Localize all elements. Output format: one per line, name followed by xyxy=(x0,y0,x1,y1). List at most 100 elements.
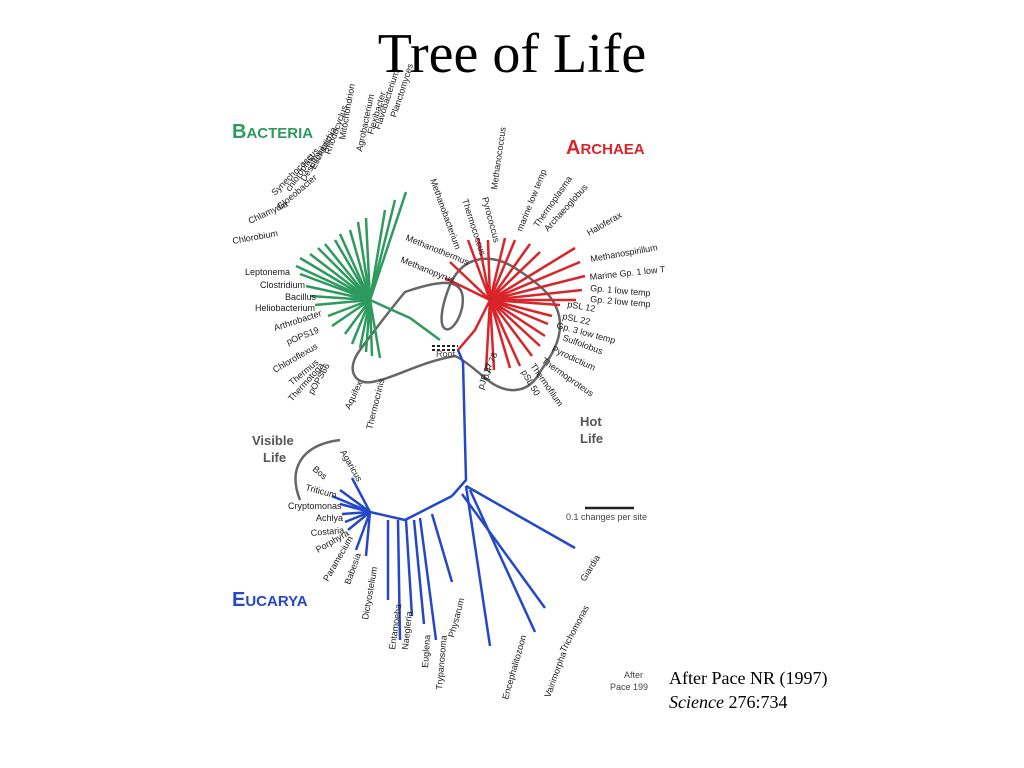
archaea-branch xyxy=(489,288,583,302)
bacteria-branch xyxy=(343,299,372,335)
taxon-label: Trichomonas xyxy=(558,603,591,654)
bacteria-stem xyxy=(369,298,441,342)
bacteria-branch xyxy=(333,239,372,301)
citation-line1: After Pace NR (1997) xyxy=(669,668,828,688)
archaea-branch xyxy=(489,298,549,326)
taxon-label: Clostridium xyxy=(260,280,305,290)
taxon-label: Leptonema xyxy=(245,267,290,277)
root-label: Root xyxy=(436,349,456,359)
hot-life-label-line1: Hot xyxy=(580,414,602,429)
eucarya-branch xyxy=(339,502,371,514)
taxon-label: Marine Gp. 1 low T xyxy=(589,264,666,282)
archaea-branch xyxy=(489,298,546,338)
taxon-label: Dictyostelium xyxy=(360,566,379,620)
taxon-label: Costaria xyxy=(310,525,344,538)
taxon-label: pSL 12 xyxy=(567,299,597,314)
taxon-label: Aquifex xyxy=(343,379,365,411)
archaea-branch xyxy=(489,298,553,318)
taxon-label: Bos xyxy=(311,464,330,482)
eucarya-branch xyxy=(468,489,537,633)
archaea-branch xyxy=(476,237,492,301)
hot-life-label-line2: Life xyxy=(580,431,603,446)
archaea-branch xyxy=(484,299,492,371)
taxon-label: Naegleria xyxy=(400,611,414,650)
eucarya-branch xyxy=(418,517,438,641)
taxon-label: Heliobacterium xyxy=(255,303,315,313)
after-pace-line1: After xyxy=(624,670,643,680)
visible-life-arc xyxy=(294,438,341,501)
hot-life-outline xyxy=(351,257,562,392)
eucarya-branch xyxy=(339,488,371,514)
archaea-branch xyxy=(489,251,541,301)
visible-life-label-line2: Life xyxy=(263,450,286,465)
taxon-label: Methanospirillum xyxy=(590,242,659,264)
eucarya-domain-label: EUCARYA xyxy=(232,589,308,611)
eucarya-branch xyxy=(347,511,371,531)
archaea-branch xyxy=(488,299,522,367)
archaea-branches xyxy=(444,237,586,371)
bacteria-branch xyxy=(356,221,372,301)
trunk-path xyxy=(369,349,468,522)
bacteria-branch xyxy=(368,199,397,301)
bacteria-branch xyxy=(364,217,372,301)
citation-journal: Science xyxy=(669,692,724,712)
taxon-label: Achlya xyxy=(316,513,343,523)
bacteria-branch xyxy=(327,298,371,318)
taxon-label: Chlorobium xyxy=(232,228,279,246)
citation-line2: Science 276:734 xyxy=(669,690,827,714)
archaea-branch xyxy=(488,299,512,369)
bacteria-branch xyxy=(305,284,371,302)
taxon-label: Giardia xyxy=(578,553,602,583)
bacteria-branch xyxy=(314,298,371,307)
eucarya-branch xyxy=(341,510,371,516)
archaea-branch xyxy=(444,276,491,302)
eucarya-branch xyxy=(465,484,576,550)
eucarya-branch xyxy=(412,519,426,625)
eucarya-branch xyxy=(344,510,371,524)
taxon-label: Encephalitozoon xyxy=(500,634,528,701)
taxon-label: Trypanosoma xyxy=(434,635,449,690)
taxon-label: Euglena xyxy=(420,634,432,668)
taxon-label: Physarum xyxy=(446,597,466,639)
taxon-label: Cryptomonas xyxy=(288,501,342,511)
bacteria-branch xyxy=(324,243,371,301)
archaea-branch xyxy=(449,261,491,301)
archaea-branch xyxy=(488,243,532,301)
eucarya-branch xyxy=(396,519,402,641)
archaea-branch xyxy=(489,299,533,357)
bacteria-domain-label: BACTERIA xyxy=(232,121,313,143)
eucarya-branch xyxy=(460,493,547,609)
bacteria-branch xyxy=(348,229,372,301)
bacteria-branch xyxy=(309,294,371,302)
eucarya-branches xyxy=(331,477,576,647)
bacteria-branch xyxy=(331,298,371,328)
taxon-label: Thermocrinis xyxy=(364,377,386,430)
archaea-branch xyxy=(489,299,541,347)
archaea-stem xyxy=(457,299,492,351)
citation: After Pace NR (1997) Science 276:734 xyxy=(669,666,827,714)
main-trunk xyxy=(369,349,468,522)
archaea-branch xyxy=(466,239,492,301)
archaea-branch xyxy=(488,299,496,371)
taxon-label: Chlamydia xyxy=(247,199,290,226)
bacteria-branch xyxy=(309,253,371,301)
visible-life-label-line1: Visible xyxy=(252,433,294,448)
archaea-branch xyxy=(488,239,517,301)
taxon-label: Vairimorpha xyxy=(542,650,568,698)
root-marker xyxy=(432,345,458,351)
eucarya-branch xyxy=(404,519,414,617)
taxon-label: Babesia xyxy=(342,552,363,586)
archaea-branch xyxy=(488,237,507,301)
eucarya-branch xyxy=(464,485,492,647)
bacteria-branch xyxy=(317,247,371,301)
bacteria-branch xyxy=(350,299,372,345)
archaea-branch xyxy=(489,298,561,307)
citation-ref: 276:734 xyxy=(723,692,788,712)
eucarya-branch xyxy=(364,511,372,557)
taxon-label: Methanobacterium xyxy=(428,177,463,250)
eucarya-branch xyxy=(350,477,372,513)
taxon-label: Triticum xyxy=(304,482,337,500)
archaea-domain-label: ARCHAEA xyxy=(566,137,645,159)
bacteria-branch xyxy=(368,299,382,359)
